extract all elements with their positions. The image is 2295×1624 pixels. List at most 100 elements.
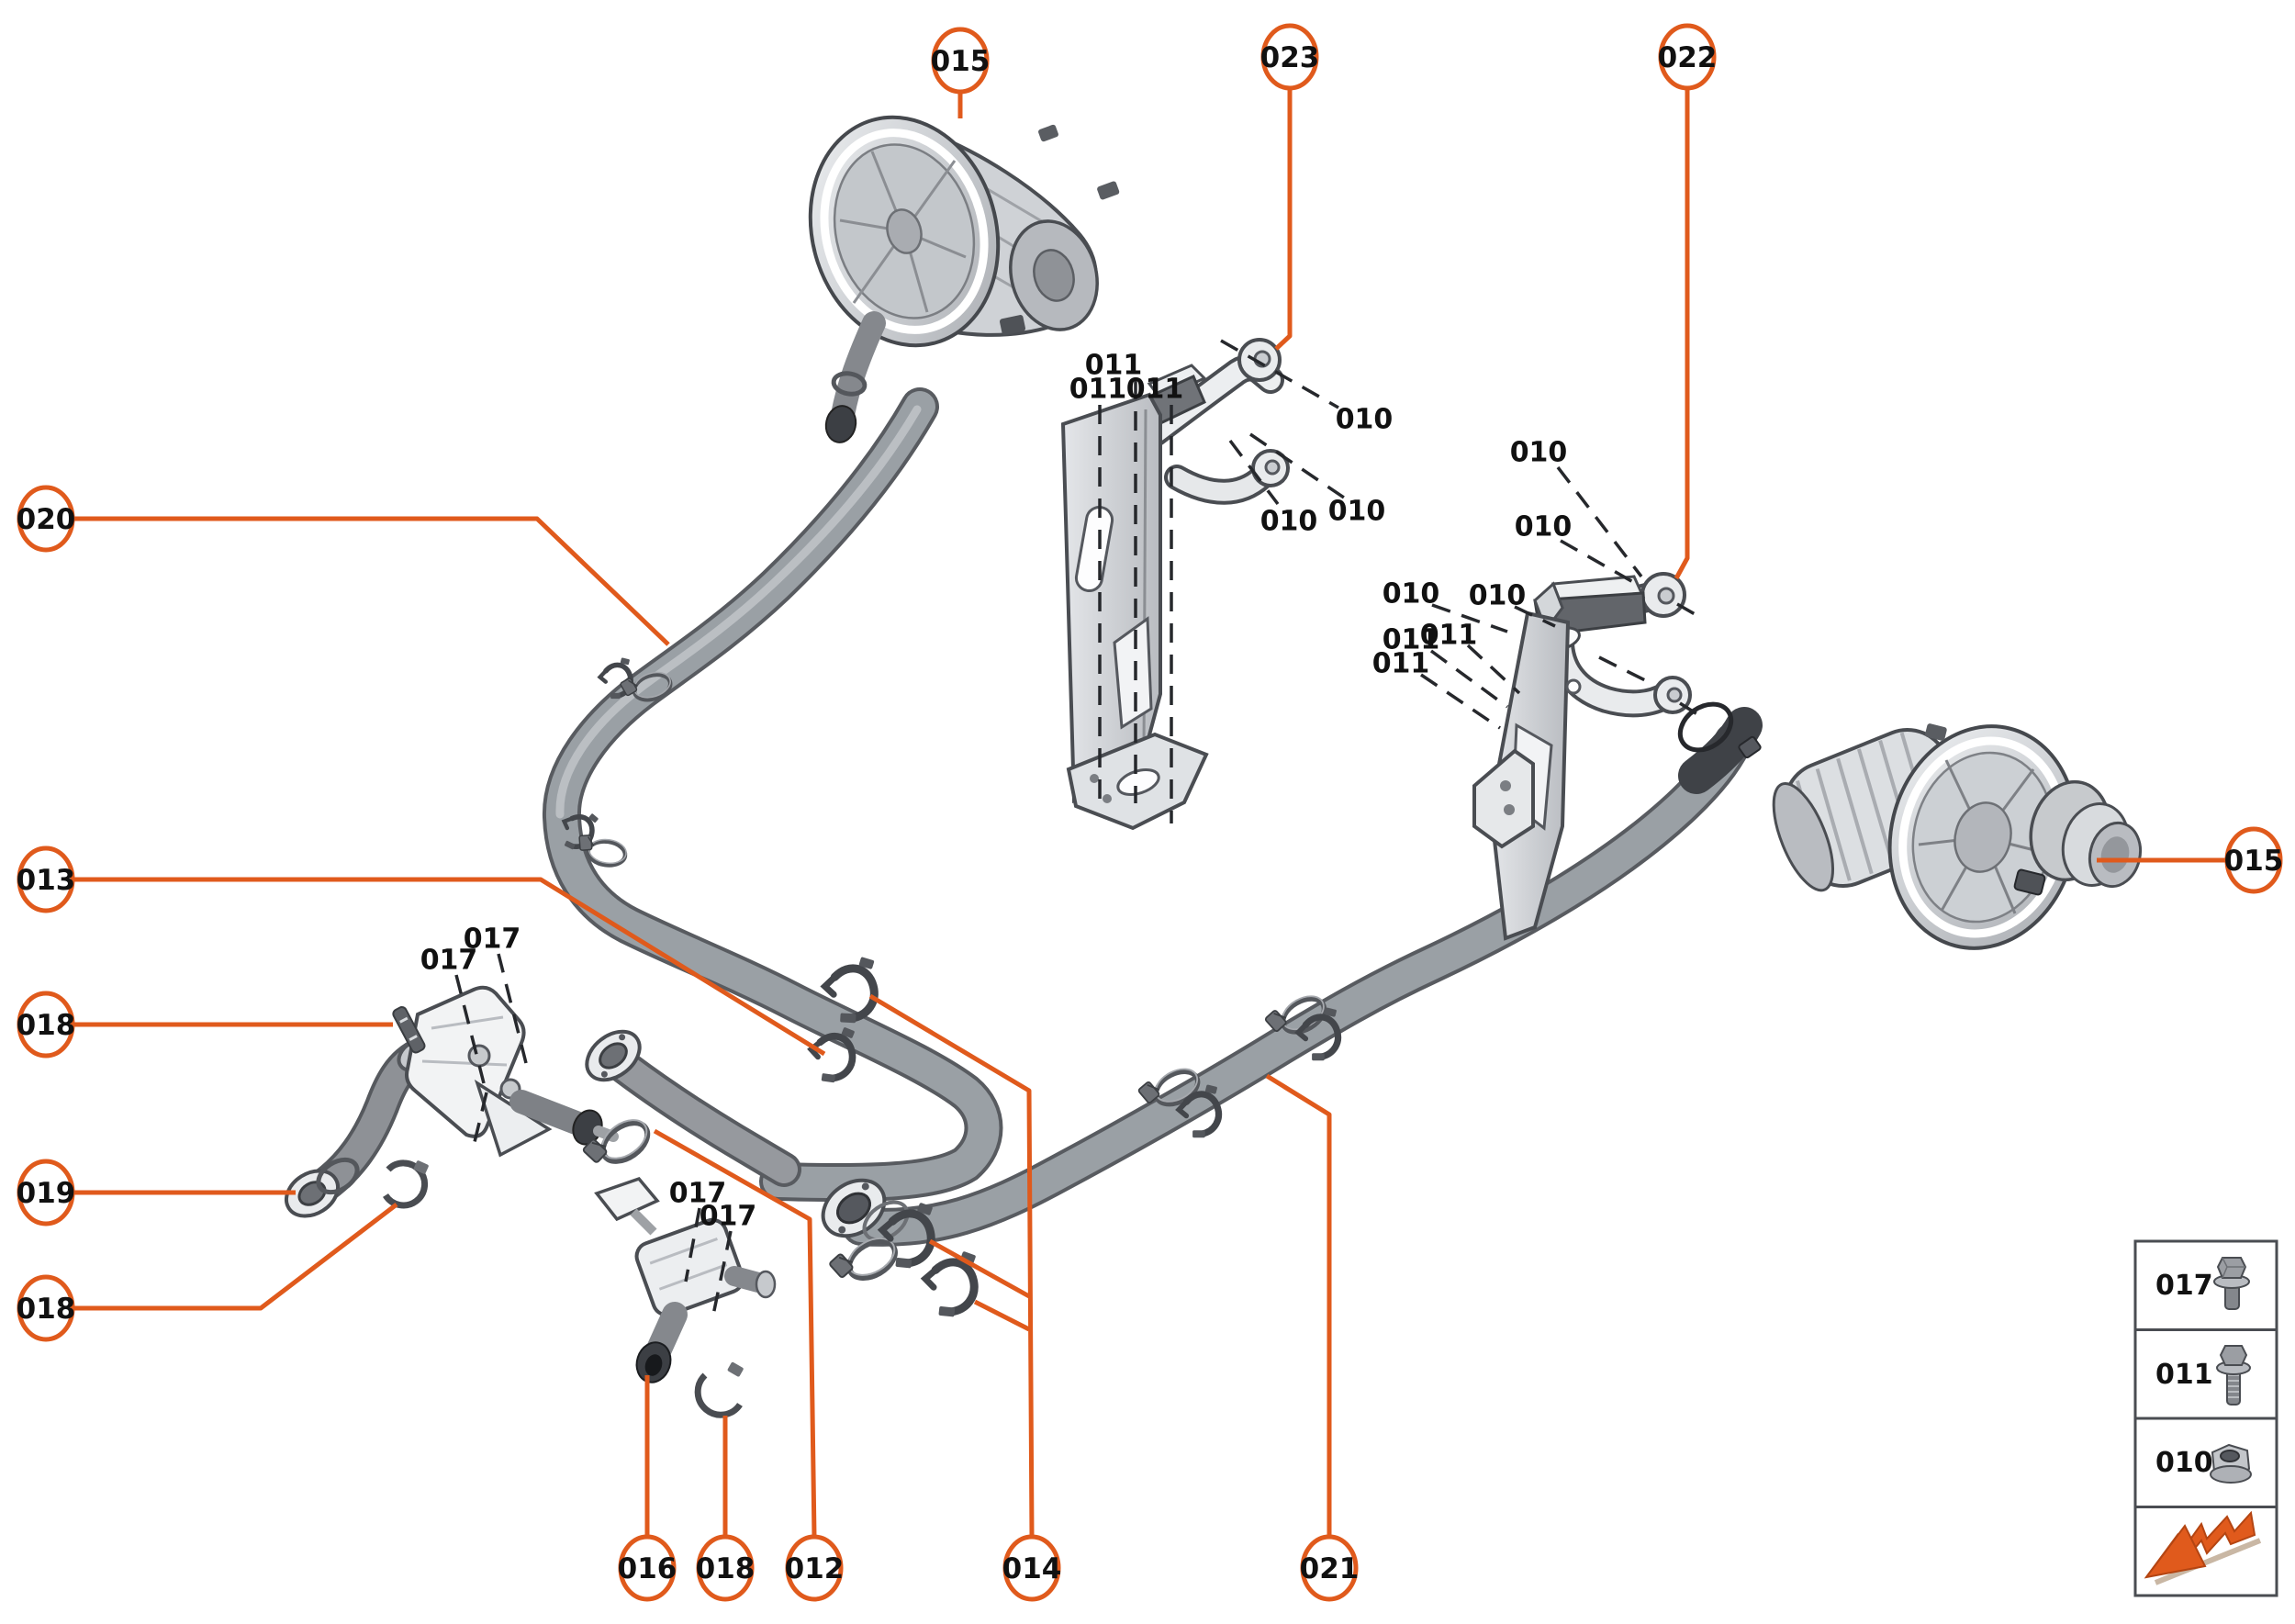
fastener-label-010: 010 [1383,578,1440,610]
callout-circle-t-connector[interactable] [618,1534,677,1602]
fastener-dash-line [1556,465,1643,578]
fastener-dash-line [711,1230,733,1320]
callout-circle-spring-clips[interactable] [1002,1534,1061,1602]
pressure-pipe-020 [542,387,1003,1203]
control-valve-left [405,985,619,1158]
fastener-label-011: 011 [1372,648,1430,680]
clamp-ring-018-left [383,1159,429,1209]
fastener-label-017: 017 [420,945,478,977]
callout-leader-return-pipe [1265,1073,1332,1537]
callout-number-return-pipe[interactable]: 021 [1300,1552,1360,1585]
fastener-dash-line [1420,673,1501,730]
callout-leader-connecting-pipe [653,1128,817,1538]
fastener-label-010: 010 [1469,580,1527,612]
seal-pad-018 [392,1006,426,1054]
fastener-label-010: 010 [1260,506,1318,538]
callout-leader-pressure-pipe [73,516,670,646]
bolt-long-icon [2216,1345,2251,1406]
fastener-dash-line [454,974,486,1084]
callout-number-spring-clips[interactable]: 014 [1002,1552,1062,1585]
callout-number-bracket-right[interactable]: 022 [1658,41,1718,74]
legend-box: 017 011 010 [2133,1239,2278,1597]
callout-circle-clamp-ring-left[interactable] [17,1274,75,1342]
fastener-dash-line [1249,432,1345,499]
fastener-dash-line [1228,439,1280,506]
callout-circle-bracket-left[interactable] [1260,23,1319,91]
callout-leader-spring-clips [973,1299,1031,1332]
fastener-dash-line [684,1207,701,1282]
callout-leader-retaining-clip [73,877,826,1057]
fastener-dash-lines [454,339,1701,1320]
fastener-dash-line [1429,649,1509,709]
fastener-label-011: 011 [1383,624,1440,656]
fastener-label-011: 011 [1069,374,1127,406]
pump-left-outlet [824,311,886,443]
callout-number-t-connector[interactable]: 016 [618,1552,677,1585]
callout-circle-retaining-clip[interactable] [17,846,75,913]
callout-circle-return-pipe[interactable] [1300,1534,1359,1602]
connecting-pipe-012 [585,1029,801,1187]
pump-right-connector [2013,868,2046,896]
callout-circle-clamp-ring-mid[interactable] [696,1534,755,1602]
fastener-label-011: 011 [1126,374,1184,406]
fastener-dash-line [1431,603,1508,633]
t-connector-016 [594,1176,777,1383]
callout-leader-spring-clips [928,1238,1031,1299]
fastener-label-017: 017 [464,924,521,956]
fastener-dash-line [472,1092,488,1147]
pipe-012-flange [585,1029,642,1082]
pipe-021-collar [862,1200,910,1242]
spring-clip-icon [922,1249,988,1321]
callout-circle-bracket-right[interactable] [1658,23,1717,91]
bolt-short-icon [2213,1257,2250,1310]
callout-number-retaining-clip[interactable]: 013 [17,864,76,897]
direction-arrow-icon [2144,1510,2262,1585]
callout-circle-elbow-hose[interactable] [17,1159,75,1226]
callout-number-connecting-pipe[interactable]: 012 [785,1552,845,1585]
callout-bubbles: 015 023 022 020 013 018 019 018 016 018 012 014 021 0… [17,23,2284,1602]
fastener-label-011: 011 [1085,350,1143,382]
legend-label-010: 010 [2155,1447,2213,1479]
fastener-label-010: 010 [1328,496,1386,528]
fastener-dash-line [1598,655,1651,685]
callout-number-pump-left[interactable]: 015 [931,45,991,78]
elbow-hose-019 [285,1036,439,1218]
fastener-dash-line [1220,339,1339,409]
pump-left-stud [999,124,1120,335]
fastener-dash-line [1560,539,1640,588]
fastener-dash-line [497,953,528,1064]
callout-circle-pump-left[interactable] [931,27,990,95]
callout-leader-bracket-right [1674,88,1690,580]
fastener-dash-line [1466,644,1521,695]
callout-leader-bracket-left [1274,88,1293,351]
pipe-021-flange [821,1178,887,1238]
callout-number-clamp-ring-left[interactable]: 018 [17,1293,76,1326]
callout-number-elbow-hose[interactable]: 019 [17,1177,76,1210]
flange-nut-icon [2210,1443,2252,1484]
fastener-label-010: 010 [1515,511,1573,543]
fastener-label-010: 010 [1336,404,1394,436]
callout-number-seal-pad[interactable]: 018 [17,1009,76,1042]
callout-circle-seal-pad[interactable] [17,991,75,1058]
callout-circle-connecting-pipe[interactable] [785,1534,844,1602]
fastener-dash-line [1514,605,1556,628]
legend-label-011: 011 [2155,1359,2213,1391]
fastener-label-011: 011 [1420,620,1478,652]
fastener-label-017: 017 [669,1178,727,1210]
fastener-label-010: 010 [1510,437,1568,469]
callout-number-pressure-pipe[interactable]: 020 [17,503,76,536]
callout-circle-pressure-pipe[interactable] [17,485,75,553]
legend-label-017: 017 [2155,1270,2213,1302]
callout-circle-pump-right[interactable] [2224,826,2283,894]
callout-number-bracket-left[interactable]: 023 [1260,41,1320,74]
callout-number-pump-right[interactable]: 015 [2224,845,2284,878]
callout-number-clamp-ring-mid[interactable]: 018 [696,1552,756,1585]
callout-leader-clamp-ring-left [73,1203,398,1311]
fastener-dash-line [1676,602,1697,617]
secondary-air-pump-right [1772,723,2143,950]
clamp-ring-018-mid [694,1361,744,1418]
callout-leader-lines [73,88,2225,1538]
pump-right-outlet [2029,779,2143,889]
